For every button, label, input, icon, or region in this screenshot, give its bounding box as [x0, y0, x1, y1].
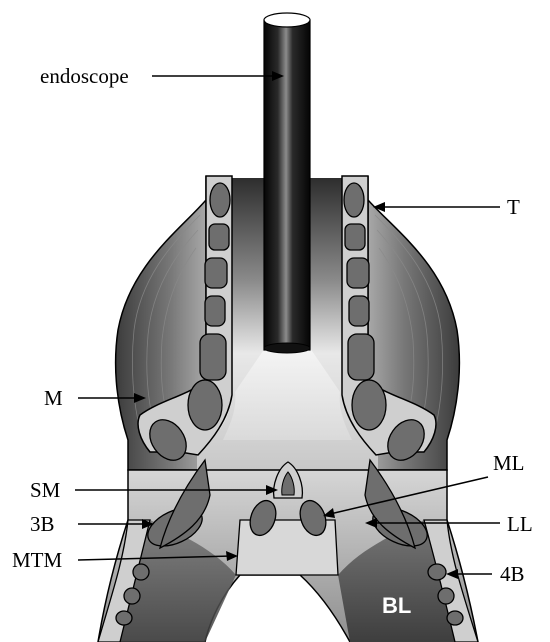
endoscope-shaft [264, 20, 310, 350]
label-4b: 4B [500, 562, 525, 586]
label-3b: 3B [30, 512, 55, 536]
endoscope-tip-bottom [264, 343, 310, 353]
endoscope-tip-top [264, 13, 310, 27]
label-ll: LL [507, 512, 533, 536]
label-sm: SM [30, 478, 61, 502]
label-ml: ML [493, 451, 525, 475]
label-mtm: MTM [12, 548, 63, 572]
label-m: M [44, 386, 63, 410]
label-endoscope: endoscope [40, 64, 129, 88]
label-bl: BL [382, 593, 411, 618]
label-t: T [507, 195, 520, 219]
